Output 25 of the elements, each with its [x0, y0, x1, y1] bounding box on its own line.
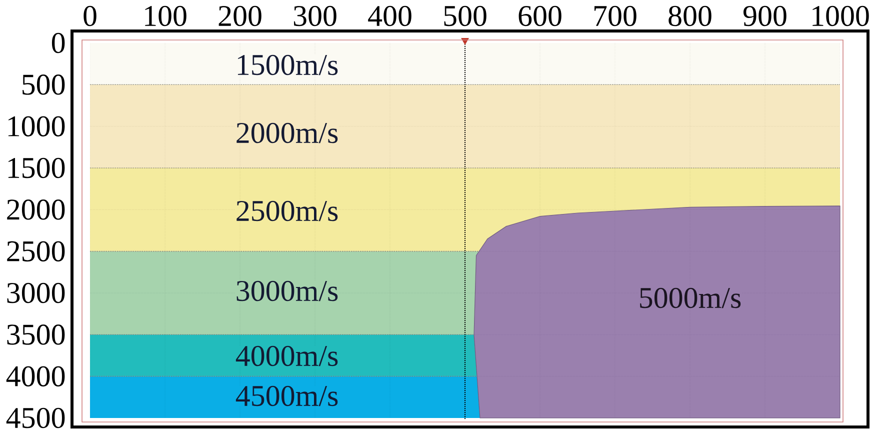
axis-tick-label: 2000 [7, 200, 65, 220]
axis-tick-label: 3000 [7, 282, 65, 304]
axis-tick-label: 900 [743, 6, 786, 26]
axis-tick-label: 600 [518, 6, 562, 26]
axis-tick-label: 700 [594, 6, 636, 26]
velocity-layer: 2000m/s [90, 84, 840, 168]
axis-tick-label: 0 [52, 32, 65, 54]
axis-tick-label: 1500 [8, 158, 65, 178]
axis-tick-label: 800 [668, 6, 712, 26]
velocity-layer: 1500m/s [90, 43, 840, 85]
axis-tick-label: 4000 [6, 366, 65, 386]
velocity-layer: 2500m/s [90, 168, 840, 252]
axis-tick-label: 4500 [6, 408, 65, 428]
axis-tick-label: 200 [218, 6, 262, 26]
axis-tick-label: 300 [294, 6, 336, 26]
axis-tick-label: 500 [22, 74, 65, 95]
axis-tick-label: 1000 [8, 116, 65, 136]
axis-tick-label: 1000 [812, 6, 869, 26]
salt-body: 5000m/s [474, 206, 840, 418]
axis-tick-label: 400 [368, 6, 412, 26]
axis-tick-label: 100 [145, 6, 186, 26]
axis-tick-label: 2500 [7, 241, 65, 262]
axis-tick-label: 3500 [7, 324, 65, 345]
axis-tick-label: 500 [444, 6, 486, 26]
axis-tick-label: 0 [84, 6, 96, 26]
